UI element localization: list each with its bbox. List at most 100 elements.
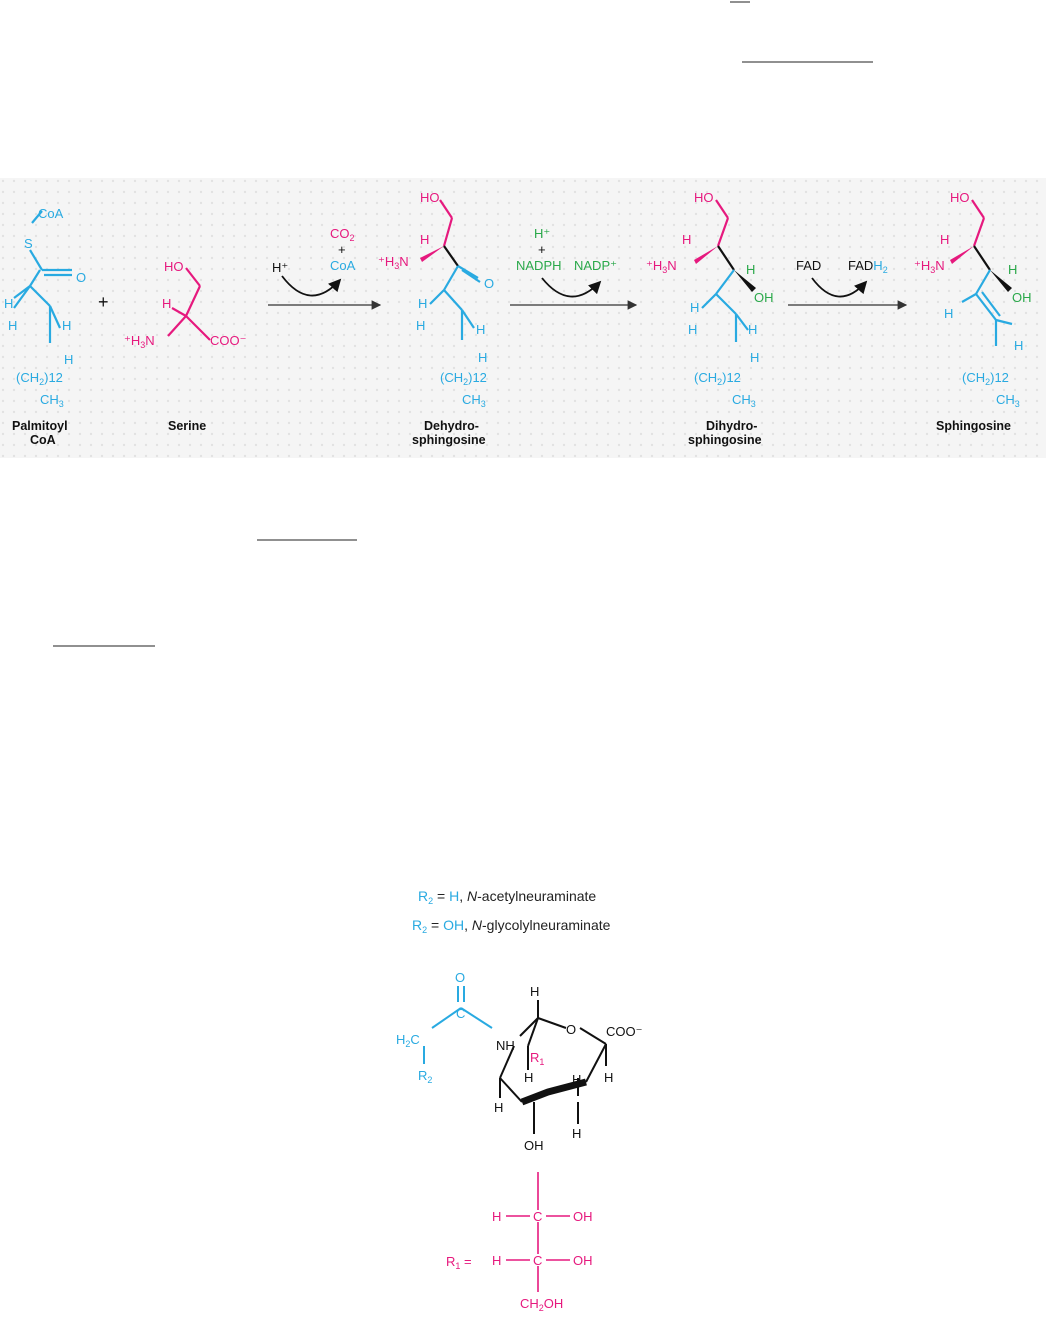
ammonium-group: ⁺H3N — [124, 333, 155, 350]
ring-oxygen: O — [566, 1022, 576, 1037]
hydrogen-atom: H — [682, 232, 691, 247]
step1-plus: + — [338, 242, 346, 257]
ammonium-group: ⁺H3N — [914, 258, 945, 275]
carbonyl-carbon: C — [456, 1006, 465, 1021]
ring-hydrogen: H — [572, 1126, 581, 1141]
sphingosine-name: Sphingosine — [936, 419, 1011, 433]
dehydrosphingosine-name-line2: sphingosine — [412, 433, 486, 447]
oxygen-atom: O — [76, 270, 86, 285]
sphingosine-structure — [961, 199, 1013, 346]
hydrogen-atom: H — [940, 232, 949, 247]
step2-input-nadph: NADPH — [516, 258, 562, 273]
dihydrosphingosine-name-line2: sphingosine — [688, 433, 762, 447]
step2-plus: + — [538, 242, 546, 257]
hydrogen-atom: H — [8, 318, 17, 333]
curved-arrow-3 — [811, 277, 868, 298]
methylene-group: H2C — [396, 1032, 420, 1049]
r1-hydroxymethyl: CH2OH — [520, 1296, 563, 1313]
r1-carbon: C — [533, 1209, 542, 1224]
amide-nh: NH — [496, 1038, 515, 1053]
r1-hydrogen: H — [492, 1209, 501, 1224]
hydroxyl-group: HO — [950, 190, 970, 205]
sialic-acid-diagram: R2 = H, N-acetylneuraminate R2 = OH, N-g… — [396, 888, 642, 1313]
hydrogen-atom: H — [418, 296, 427, 311]
step1-output-coa: CoA — [330, 258, 356, 273]
legend-acetylneuraminate: R2 = H, N-acetylneuraminate — [418, 888, 596, 906]
ring-hydrogen: H — [524, 1070, 533, 1085]
sphingosine-pathway-diagram: CoA S O H H H H (CH2)12 CH3 Palmitoyl Co… — [0, 178, 1046, 458]
hydrogen-atom: H — [748, 322, 757, 337]
oxygen-atom: O — [484, 276, 494, 291]
carboxylate-group: COO⁻ — [606, 1024, 642, 1039]
wedge-bond — [734, 270, 756, 292]
curved-arrow-1 — [281, 275, 342, 297]
chain-ch2: (CH2)12 — [16, 370, 63, 387]
terminal-ch3: CH3 — [996, 392, 1020, 409]
acyl-group — [423, 986, 493, 1064]
step3-output-fadh2: FADH2 — [848, 258, 888, 275]
hydrogen-atom: H — [478, 350, 487, 365]
step3-input-fad: FAD — [796, 258, 821, 273]
carbonyl-oxygen: O — [455, 970, 465, 985]
hydrogen-atom: H — [746, 262, 755, 277]
r1-hydrogen: H — [492, 1253, 501, 1268]
hydrogen-atom: H — [62, 318, 71, 333]
serine-structure — [167, 267, 211, 341]
r1-definition-structure — [506, 1172, 570, 1292]
step1-input: H⁺ — [272, 260, 288, 275]
chain-ch2: (CH2)12 — [440, 370, 487, 387]
hydroxyl-group: OH — [1012, 290, 1032, 305]
ring-hydrogen: H — [604, 1070, 613, 1085]
palmitoyl-coa-name: Palmitoyl — [12, 419, 68, 433]
wedge-bond — [950, 246, 974, 264]
chain-ch2: (CH2)12 — [694, 370, 741, 387]
ammonium-group: ⁺H3N — [646, 258, 677, 275]
hydrogen-atom: H — [476, 322, 485, 337]
dehydrosphingosine-structure — [429, 199, 481, 340]
terminal-ch3: CH3 — [732, 392, 756, 409]
sulfur-atom: S — [24, 236, 33, 251]
plus-sign: + — [98, 292, 109, 312]
wedge-bond — [694, 246, 718, 264]
hydrogen-atom: H — [944, 306, 953, 321]
chain-ch2: (CH2)12 — [962, 370, 1009, 387]
hydrogen-atom: H — [690, 300, 699, 315]
r1-definition-label: R1 = — [446, 1254, 472, 1271]
coa-label: CoA — [38, 206, 64, 221]
hydrogen-atom: H — [1008, 262, 1017, 277]
step2-input-proton: H⁺ — [534, 226, 550, 241]
hydrogen-atom: H — [64, 352, 73, 367]
hydroxyl-group: HO — [694, 190, 714, 205]
legend-glycolylneuraminate: R2 = OH, N-glycolylneuraminate — [412, 917, 611, 935]
dihydrosphingosine-structure — [701, 199, 749, 342]
terminal-ch3: CH3 — [462, 392, 486, 409]
curved-arrow-2 — [541, 277, 602, 298]
hydroxyl-group: HO — [164, 259, 184, 274]
hydrogen-atom: H — [416, 318, 425, 333]
carboxylate-group: COO⁻ — [210, 333, 246, 348]
terminal-ch3: CH3 — [40, 392, 64, 409]
ring-hydrogen: H — [572, 1072, 581, 1087]
r1-hydroxyl: OH — [573, 1209, 593, 1224]
step1-output-co2: CO2 — [330, 226, 355, 243]
r2-substituent: R2 — [418, 1068, 432, 1085]
hydrogen-atom: H — [4, 296, 13, 311]
palmitoyl-coa-name-line2: CoA — [30, 433, 56, 447]
r1-hydroxyl: OH — [573, 1253, 593, 1268]
hydrogen-atom: H — [688, 322, 697, 337]
r1-carbon: C — [533, 1253, 542, 1268]
anomeric-hydrogen: H — [530, 984, 539, 999]
wedge-bond — [420, 246, 444, 262]
ring-hydroxyl: OH — [524, 1138, 544, 1153]
palmitoyl-coa-structure — [13, 210, 72, 343]
ammonium-group: ⁺H3N — [378, 254, 409, 271]
hydrogen-atom: H — [1014, 338, 1023, 353]
pyranose-ring — [499, 1000, 607, 1134]
wedge-bond — [990, 270, 1012, 292]
hydrogen-atom: H — [420, 232, 429, 247]
hydroxyl-group: HO — [420, 190, 440, 205]
dihydrosphingosine-name: Dihydro- — [706, 419, 757, 433]
hydrogen-atom: H — [750, 350, 759, 365]
hydroxyl-group: OH — [754, 290, 774, 305]
